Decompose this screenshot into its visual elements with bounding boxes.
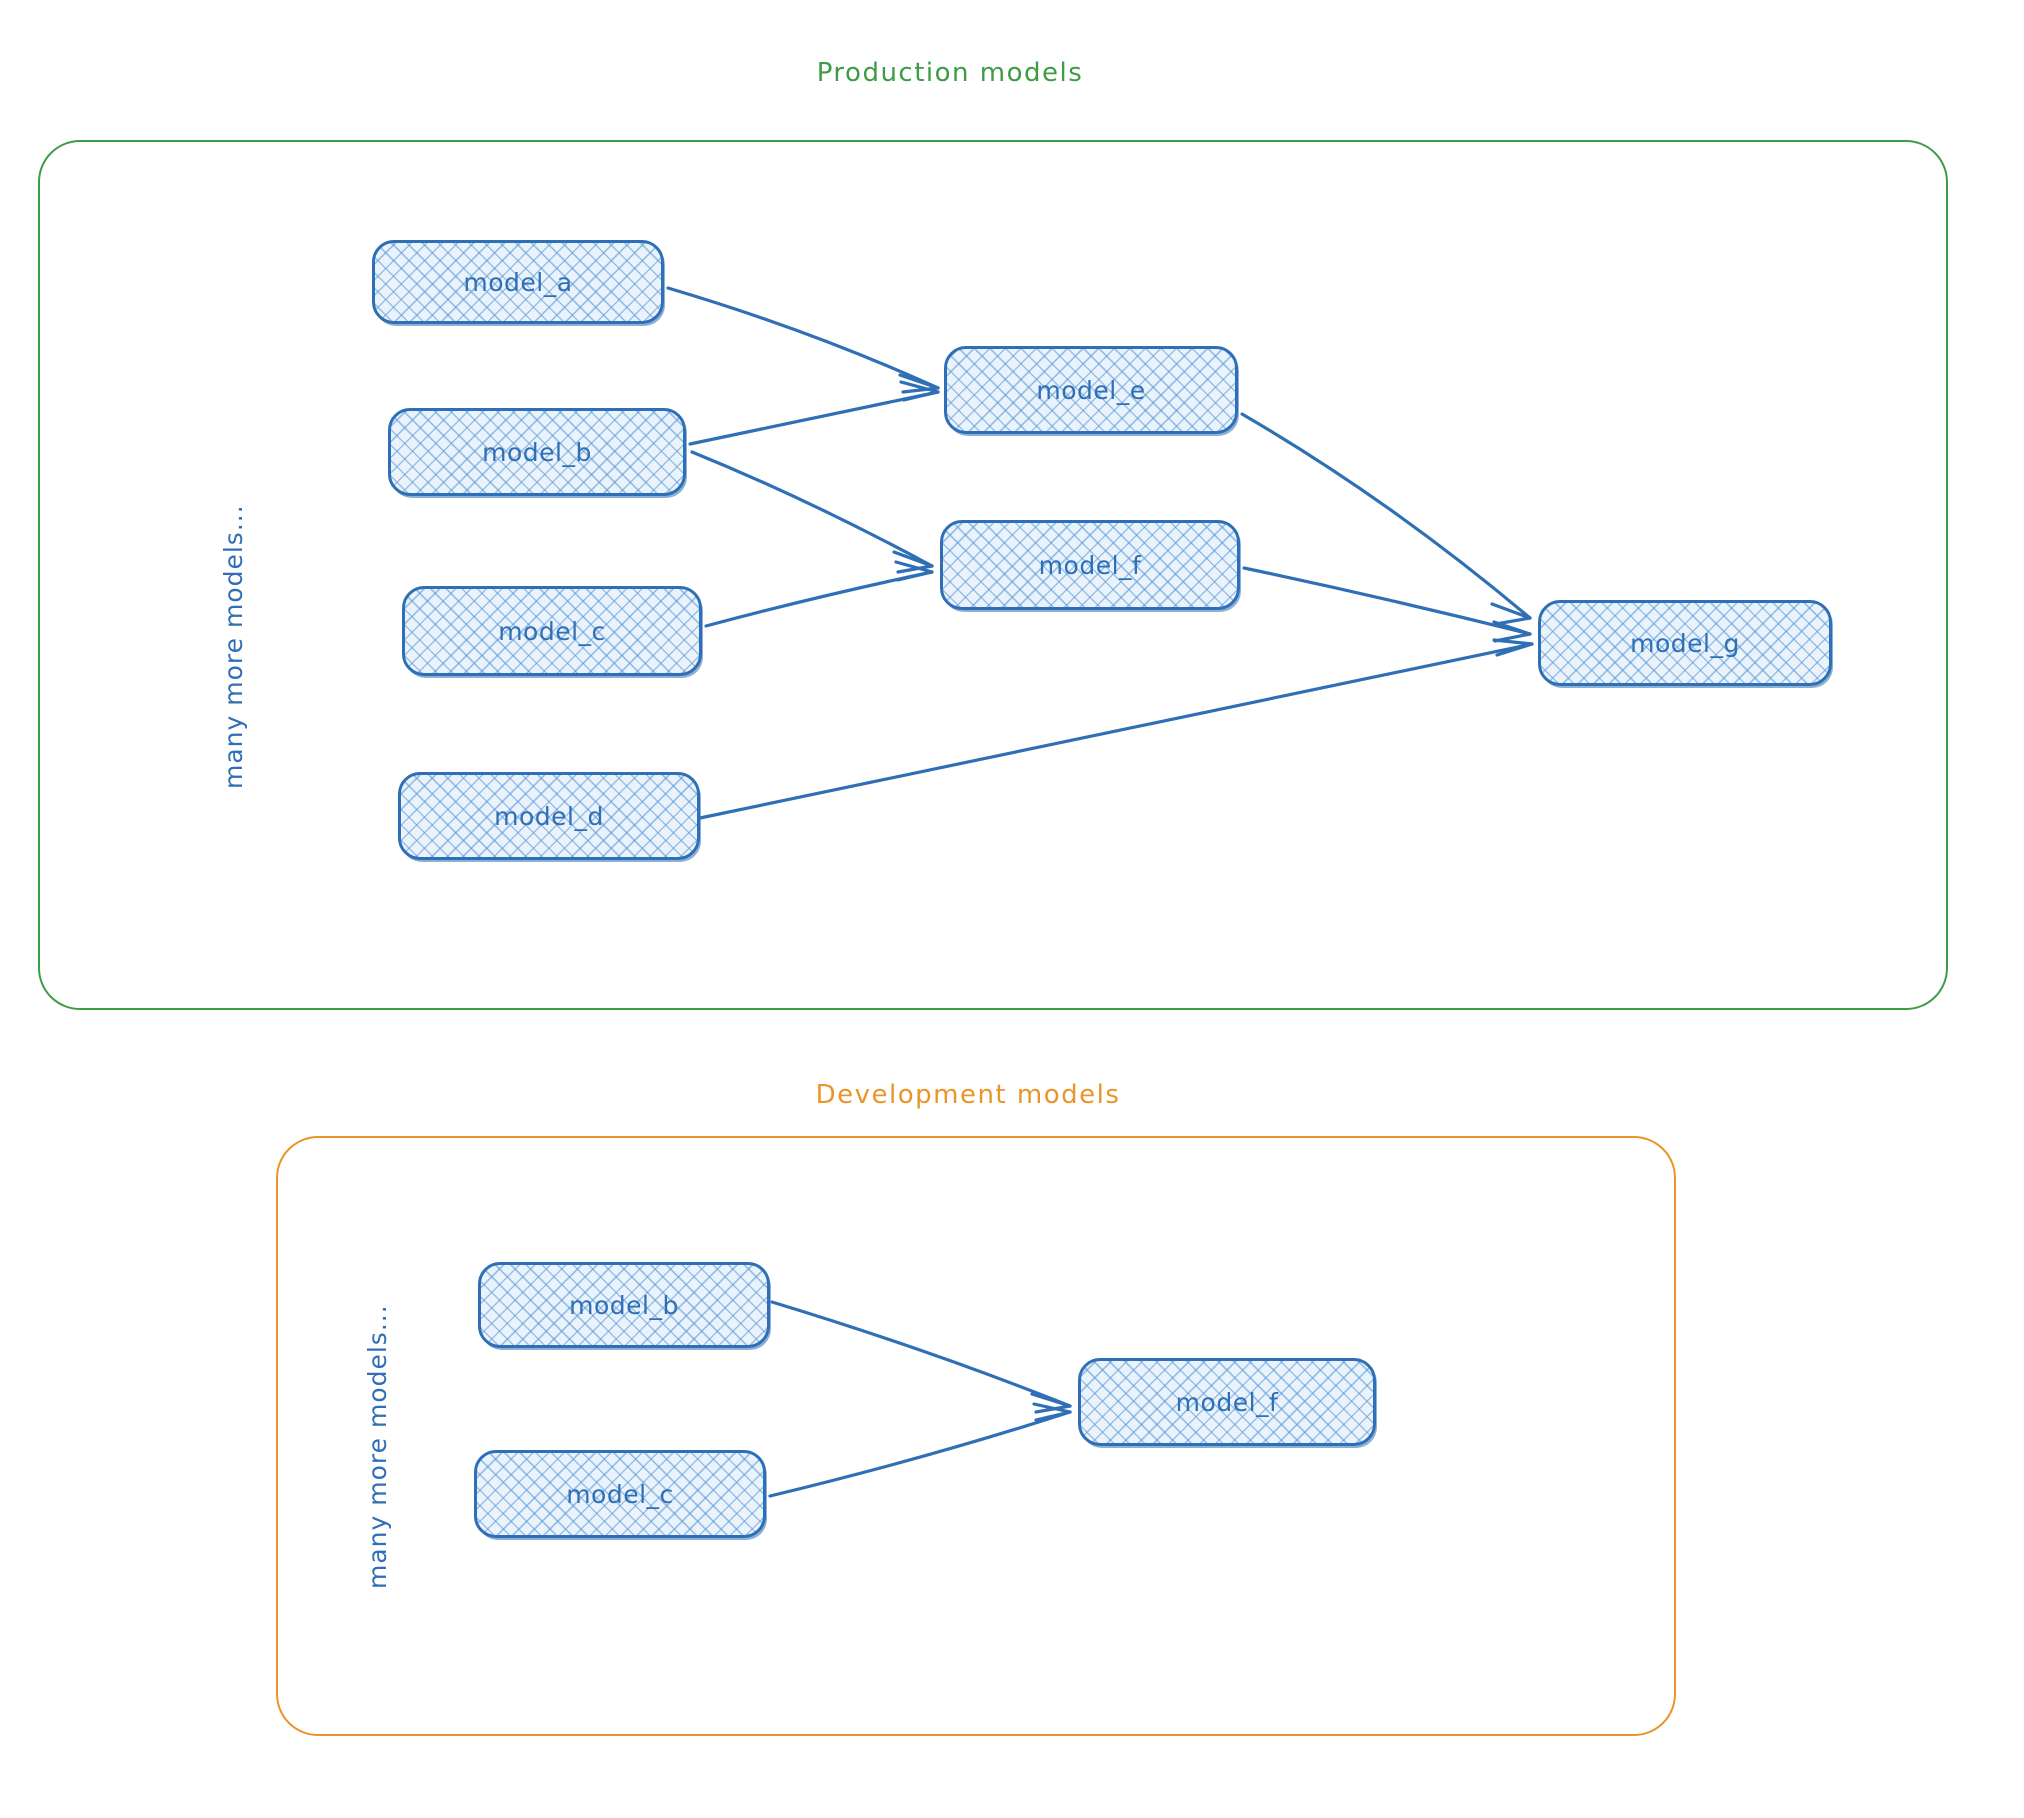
node-dev-model-b[interactable]: model_b: [478, 1262, 770, 1348]
node-dev-model-c[interactable]: model_c: [474, 1450, 766, 1538]
development-many-more-models-label: many more models...: [363, 1304, 392, 1589]
node-prod-model-e[interactable]: model_e: [944, 346, 1238, 434]
node-label: model_e: [1036, 375, 1146, 405]
node-label: model_f: [1175, 1387, 1279, 1417]
production-group-box: [38, 140, 1948, 1010]
development-group-title: Development models: [815, 1080, 1121, 1110]
node-label: model_b: [569, 1290, 679, 1320]
production-many-more-models-label: many more models...: [219, 504, 248, 789]
node-prod-model-f[interactable]: model_f: [940, 520, 1240, 610]
node-label: model_c: [566, 1479, 674, 1509]
node-label: model_a: [463, 267, 573, 297]
development-group-box: [276, 1136, 1676, 1736]
node-prod-model-a[interactable]: model_a: [372, 240, 664, 324]
node-prod-model-c[interactable]: model_c: [402, 586, 702, 676]
node-prod-model-d[interactable]: model_d: [398, 772, 700, 860]
node-prod-model-g[interactable]: model_g: [1538, 600, 1832, 686]
node-label: model_d: [494, 801, 604, 831]
node-dev-model-f[interactable]: model_f: [1078, 1358, 1376, 1446]
node-label: model_f: [1038, 550, 1142, 580]
node-label: model_c: [498, 616, 606, 646]
node-prod-model-b[interactable]: model_b: [388, 408, 686, 496]
node-label: model_b: [482, 437, 592, 467]
node-label: model_g: [1630, 628, 1740, 658]
production-group-title: Production models: [816, 58, 1084, 88]
